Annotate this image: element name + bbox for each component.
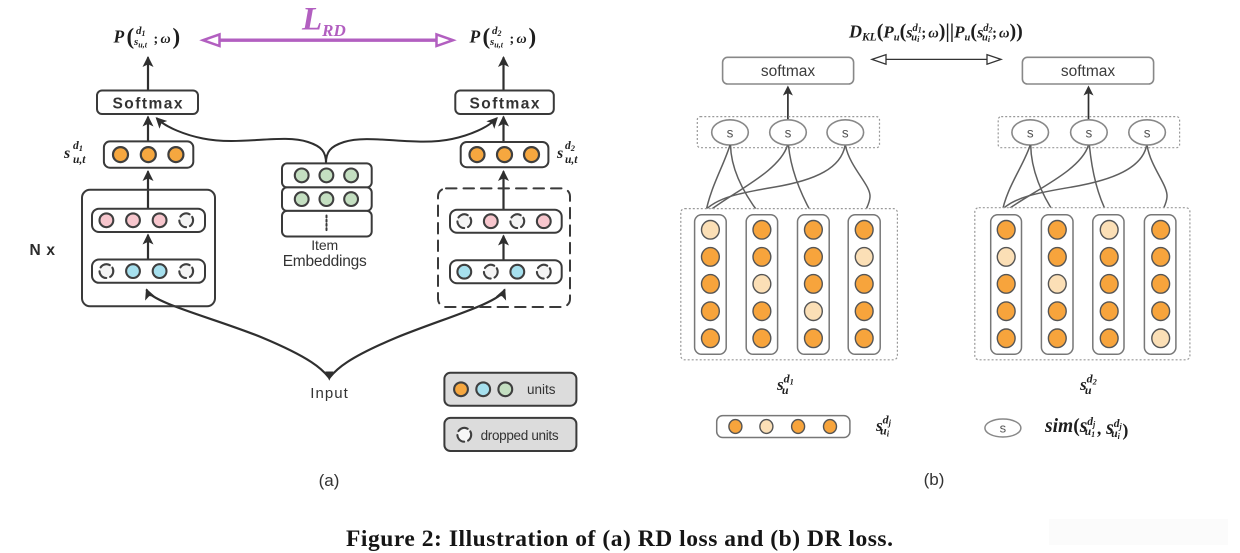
svg-text:s: s <box>1086 125 1093 140</box>
svg-text:(: ( <box>483 24 491 49</box>
svg-text:P: P <box>113 27 125 47</box>
svg-text:softmax: softmax <box>1061 63 1116 80</box>
svg-text:Embeddings: Embeddings <box>283 253 367 270</box>
svg-text:units: units <box>527 382 556 397</box>
svg-text:Input: Input <box>310 385 348 402</box>
svg-text:u,t: u,t <box>565 154 578 166</box>
svg-text:dropped units: dropped units <box>481 428 559 443</box>
svg-text:): ) <box>529 24 537 49</box>
svg-text:Softmax: Softmax <box>470 96 540 113</box>
svg-text:s: s <box>556 145 563 162</box>
svg-text:d1: d1 <box>73 140 83 153</box>
svg-text:Figure 2: Illustration of (a): Figure 2: Illustration of (a) RD loss an… <box>346 526 893 552</box>
svg-text:(b): (b) <box>924 470 945 489</box>
svg-text:;: ; <box>154 32 159 47</box>
svg-text:s: s <box>842 125 849 140</box>
svg-text:d1: d1 <box>136 25 146 38</box>
svg-text:softmax: softmax <box>761 63 816 80</box>
svg-text:(a): (a) <box>319 471 340 490</box>
svg-text:N x: N x <box>30 242 56 259</box>
svg-text:): ) <box>173 24 181 49</box>
svg-text:su,t: su,t <box>489 36 504 50</box>
svg-text:s: s <box>727 125 734 140</box>
svg-text:(: ( <box>127 24 135 49</box>
svg-text:u,t: u,t <box>73 154 86 166</box>
svg-text:s: s <box>1144 125 1151 140</box>
svg-text:;: ; <box>510 32 515 47</box>
svg-text:LRD: LRD <box>301 2 346 41</box>
svg-text:d2: d2 <box>565 140 576 153</box>
svg-text:s: s <box>63 145 70 162</box>
svg-text:s: s <box>1000 421 1007 436</box>
svg-text:su,t: su,t <box>133 36 148 50</box>
svg-text:P: P <box>469 27 481 47</box>
svg-text:ω: ω <box>161 32 171 47</box>
svg-text:s: s <box>1027 125 1034 140</box>
svg-text:Item: Item <box>311 237 338 253</box>
svg-text:ω: ω <box>517 32 527 47</box>
svg-text:d2: d2 <box>492 25 502 38</box>
svg-text:s: s <box>785 125 792 140</box>
svg-text:Softmax: Softmax <box>113 96 183 113</box>
